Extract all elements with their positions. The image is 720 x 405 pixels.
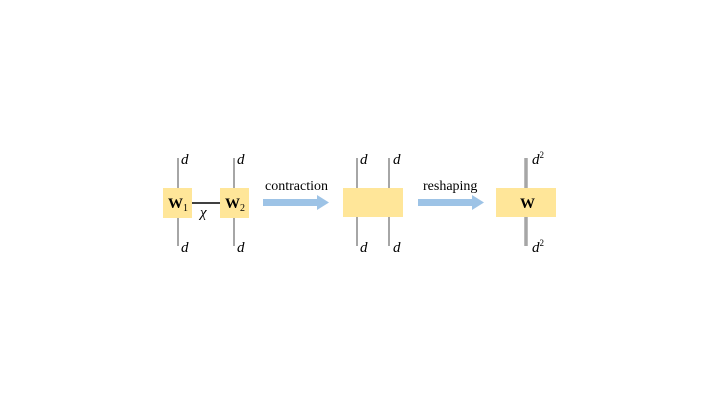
w1-letter: W <box>168 196 183 212</box>
reshaping-label: reshaping <box>423 179 477 194</box>
w2-letter: W <box>225 196 240 212</box>
reshaping-arrow-head <box>472 195 484 210</box>
left-mps-pair: W1 W2 χ d d d d <box>163 152 249 256</box>
reshaped-matrix-group: W d2 d2 <box>496 150 556 256</box>
mid-top-right-d: d <box>393 152 401 168</box>
mid-top-left-d: d <box>360 152 368 168</box>
right-top-exp: 2 <box>540 150 545 160</box>
right-bottom-base: d <box>532 240 540 256</box>
w2-bottom-d: d <box>237 240 245 256</box>
contraction-arrow-shaft <box>263 199 318 206</box>
w1-bottom-d: d <box>181 240 189 256</box>
w2-subscript: 2 <box>240 203 245 214</box>
w1-subscript: 1 <box>183 203 188 214</box>
contraction-arrow: contraction <box>263 179 329 210</box>
right-top-base: d <box>532 152 540 168</box>
contraction-label: contraction <box>265 179 328 194</box>
contraction-arrow-head <box>317 195 329 210</box>
contracted-tensor <box>343 188 403 217</box>
reshaping-arrow-shaft <box>418 199 473 206</box>
w1-top-d: d <box>181 152 189 168</box>
reshaped-matrix <box>496 188 556 217</box>
right-letter: W <box>520 196 535 212</box>
w1-tensor <box>163 188 192 218</box>
bond-dim-label: χ <box>198 205 207 221</box>
right-bottom-exp: 2 <box>540 238 545 248</box>
right-top-label: d2 <box>532 150 544 168</box>
mid-bottom-left-d: d <box>360 240 368 256</box>
w2-top-d: d <box>237 152 245 168</box>
w2-label: W2 <box>225 196 245 214</box>
reshaping-arrow: reshaping <box>418 179 484 210</box>
mid-bottom-right-d: d <box>393 240 401 256</box>
w2-tensor <box>220 188 249 218</box>
contracted-tensor-group: d d d d <box>343 152 403 256</box>
right-bottom-label: d2 <box>532 238 544 256</box>
w1-label: W1 <box>168 196 188 214</box>
